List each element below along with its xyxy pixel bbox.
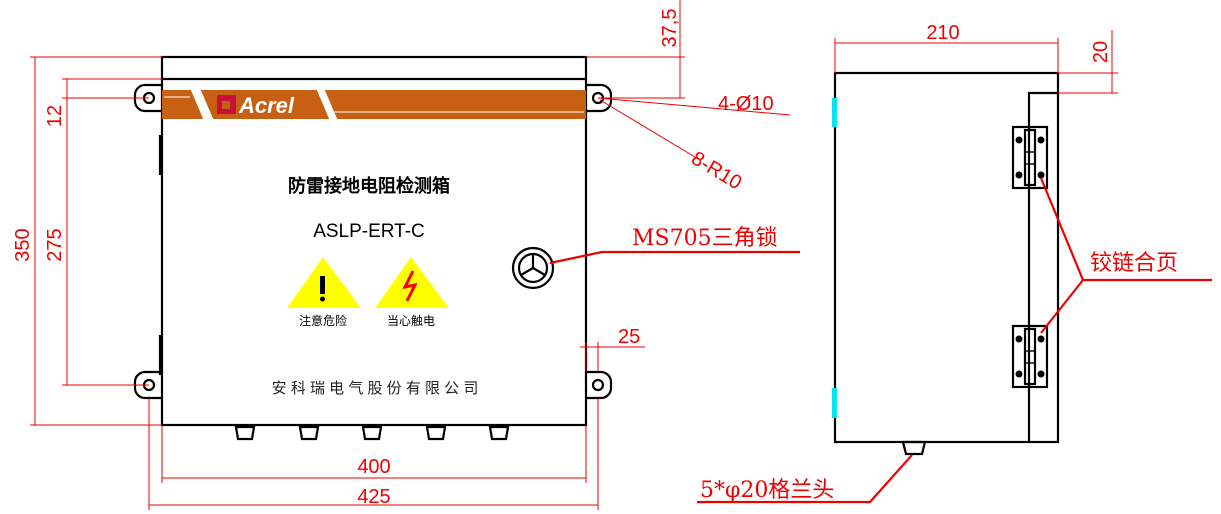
model-number: ASLP-ERT-C	[313, 221, 425, 242]
dim-12: 12	[44, 105, 66, 127]
side-body	[833, 71, 1060, 444]
acrel-logo-icon	[217, 95, 236, 114]
warning-label-electric: 当心触电	[387, 314, 435, 328]
dim-25: 25	[618, 326, 640, 348]
hinge-top	[1011, 125, 1049, 190]
seal-mark	[832, 388, 837, 418]
dim-holes: 4-Ø10	[718, 93, 774, 115]
exclamation-icon	[320, 276, 325, 294]
warning-sign-danger: 注意危险	[287, 257, 361, 328]
product-name: 防雷接地电阻检测箱	[288, 175, 450, 196]
enclosure-body	[160, 55, 588, 427]
dim-350: 350	[12, 228, 34, 261]
lightning-icon	[402, 270, 418, 302]
dim-37-5: 37,5	[659, 9, 681, 48]
cable-glands	[234, 425, 510, 441]
side-dimensions: 210 20 铰链合页 5*φ20格兰头	[697, 22, 1212, 504]
triangle-lock-icon	[511, 246, 555, 290]
side-gland	[901, 440, 927, 456]
gland-annotation: 5*φ20格兰头	[700, 478, 834, 503]
dim-20: 20	[1090, 41, 1112, 63]
brand-band: Acrel	[162, 88, 586, 121]
front-dimensions: 350 275 12 37,5 4-Ø10 8-R10 400 425 25 M…	[12, 0, 800, 510]
dim-radius: 8-R10	[687, 147, 745, 194]
warning-sign-electric: 当心触电	[375, 257, 449, 328]
hinge-annotation: 铰链合页	[1090, 251, 1178, 276]
brand-logo-text: Acrel	[238, 93, 295, 118]
side-view	[832, 71, 1060, 456]
front-view: Acrel 防雷接地电阻检测箱 ASLP-ERT-C 注意危险 当心触电 安 科…	[133, 55, 613, 441]
dim-425: 425	[357, 486, 390, 508]
dim-275: 275	[44, 228, 66, 261]
hinge-bottom	[1011, 324, 1049, 389]
lock-annotation: MS705三角锁	[632, 226, 778, 251]
dim-210: 210	[926, 22, 959, 44]
dim-400: 400	[357, 456, 390, 478]
seal-mark	[832, 98, 837, 127]
company-name: 安 科 瑞 电 气 股 份 有 限 公 司	[272, 380, 479, 397]
warning-label-danger: 注意危险	[299, 313, 347, 328]
